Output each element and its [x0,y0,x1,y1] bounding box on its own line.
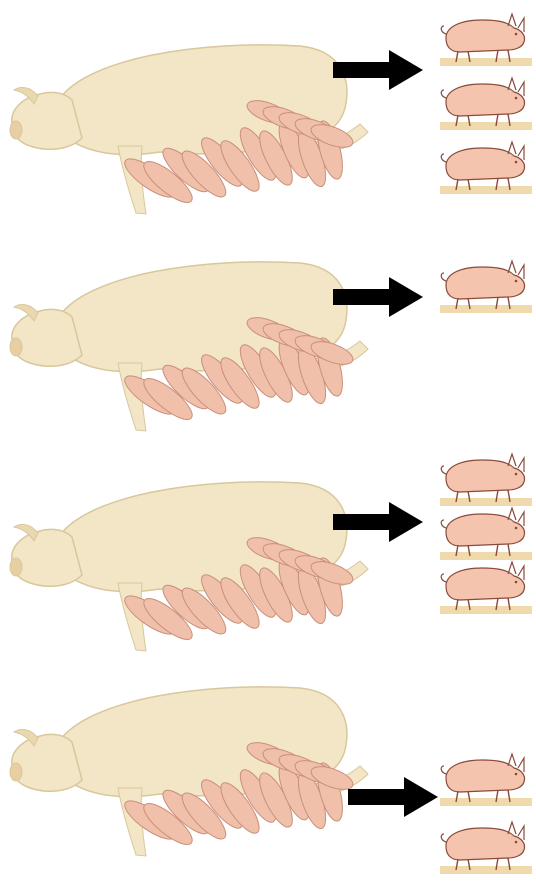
arrow-right-icon [333,500,425,544]
piglet-drawing [438,8,534,70]
piglet-drawing [438,502,534,564]
arrow-right-icon [348,775,440,819]
piglet-drawing [438,748,534,810]
piglet-drawing [438,816,534,878]
piglet-drawing [438,448,534,510]
piglet-drawing [438,136,534,198]
nursing-sow-photo [0,670,380,885]
nursing-sow-photo [0,28,380,243]
nursing-sow-photo [0,245,380,460]
piglet-drawing [438,556,534,618]
piglet-drawing [438,72,534,134]
piglet-drawing [438,255,534,317]
nursing-sow-photo [0,465,380,680]
arrow-right-icon [333,275,425,319]
arrow-right-icon [333,48,425,92]
